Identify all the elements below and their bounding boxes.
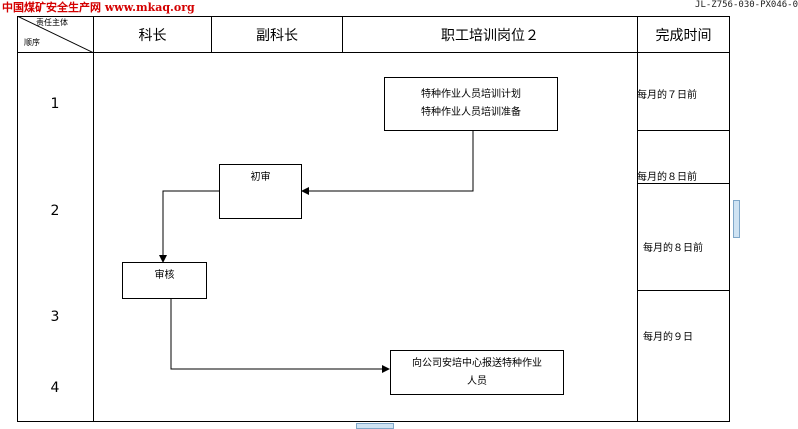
header-bottom-border bbox=[17, 52, 730, 53]
table-bottom-border bbox=[17, 421, 730, 422]
time-row-4: 每月的９日 bbox=[643, 332, 693, 343]
box-review: 审核 bbox=[122, 262, 207, 299]
table-right-border bbox=[729, 16, 730, 422]
corner-diagonal bbox=[17, 16, 94, 53]
connector-first-review-to-review bbox=[159, 190, 219, 263]
col-header-section-chief: 科长 bbox=[138, 28, 167, 44]
time-row-sep-2 bbox=[637, 183, 730, 184]
col-sep-4 bbox=[637, 16, 638, 422]
row-number-1: 1 bbox=[50, 96, 60, 112]
box-report-line-2: 人员 bbox=[467, 375, 487, 387]
row-number-4: 4 bbox=[50, 380, 60, 396]
connector-plan-to-first-review bbox=[301, 131, 474, 195]
row-number-3: 3 bbox=[50, 309, 60, 325]
corner-label-order: 顺序 bbox=[24, 38, 40, 47]
right-scroll-handle[interactable] bbox=[733, 200, 740, 238]
box-first-review-label: 初审 bbox=[250, 172, 271, 183]
box-review-label: 审核 bbox=[154, 270, 175, 281]
box-report-to-center: 向公司安培中心报送特种作业 人员 bbox=[390, 350, 564, 395]
box-first-review: 初审 bbox=[219, 164, 302, 219]
site-watermark: 中国煤矿安全生产网 www.mkaq.org bbox=[2, 1, 195, 14]
col-header-completion-time: 完成时间 bbox=[655, 28, 712, 44]
box-training-plan-line-1: 特种作业人员培训计划 bbox=[421, 89, 521, 100]
col-sep-3 bbox=[342, 16, 343, 53]
table-top-border bbox=[17, 16, 730, 17]
time-row-sep-3 bbox=[637, 290, 730, 291]
row-number-2: 2 bbox=[50, 203, 60, 219]
col-header-training-post: 职工培训岗位２ bbox=[441, 28, 539, 44]
time-row-3: 每月的８日前 bbox=[643, 243, 703, 254]
time-row-2: 每月的８日前 bbox=[637, 172, 697, 183]
col-sep-2 bbox=[211, 16, 212, 53]
col-header-deputy-chief: 副科长 bbox=[256, 28, 298, 44]
corner-label-responsible: 责任主体 bbox=[36, 18, 68, 27]
col-sep-1 bbox=[93, 16, 94, 422]
box-training-plan-line-2: 特种作业人员培训准备 bbox=[421, 107, 521, 118]
time-row-1: 每月的７日前 bbox=[637, 90, 697, 101]
connector-review-to-report bbox=[170, 298, 390, 373]
bottom-scroll-handle[interactable] bbox=[356, 423, 394, 429]
box-report-line-1: 向公司安培中心报送特种作业 bbox=[412, 357, 542, 369]
time-row-sep-1 bbox=[637, 130, 730, 131]
box-training-plan: 特种作业人员培训计划 特种作业人员培训准备 bbox=[384, 77, 558, 131]
document-number: JL-Z756-030-PX046-0 bbox=[695, 0, 798, 10]
table-left-border bbox=[17, 16, 18, 422]
